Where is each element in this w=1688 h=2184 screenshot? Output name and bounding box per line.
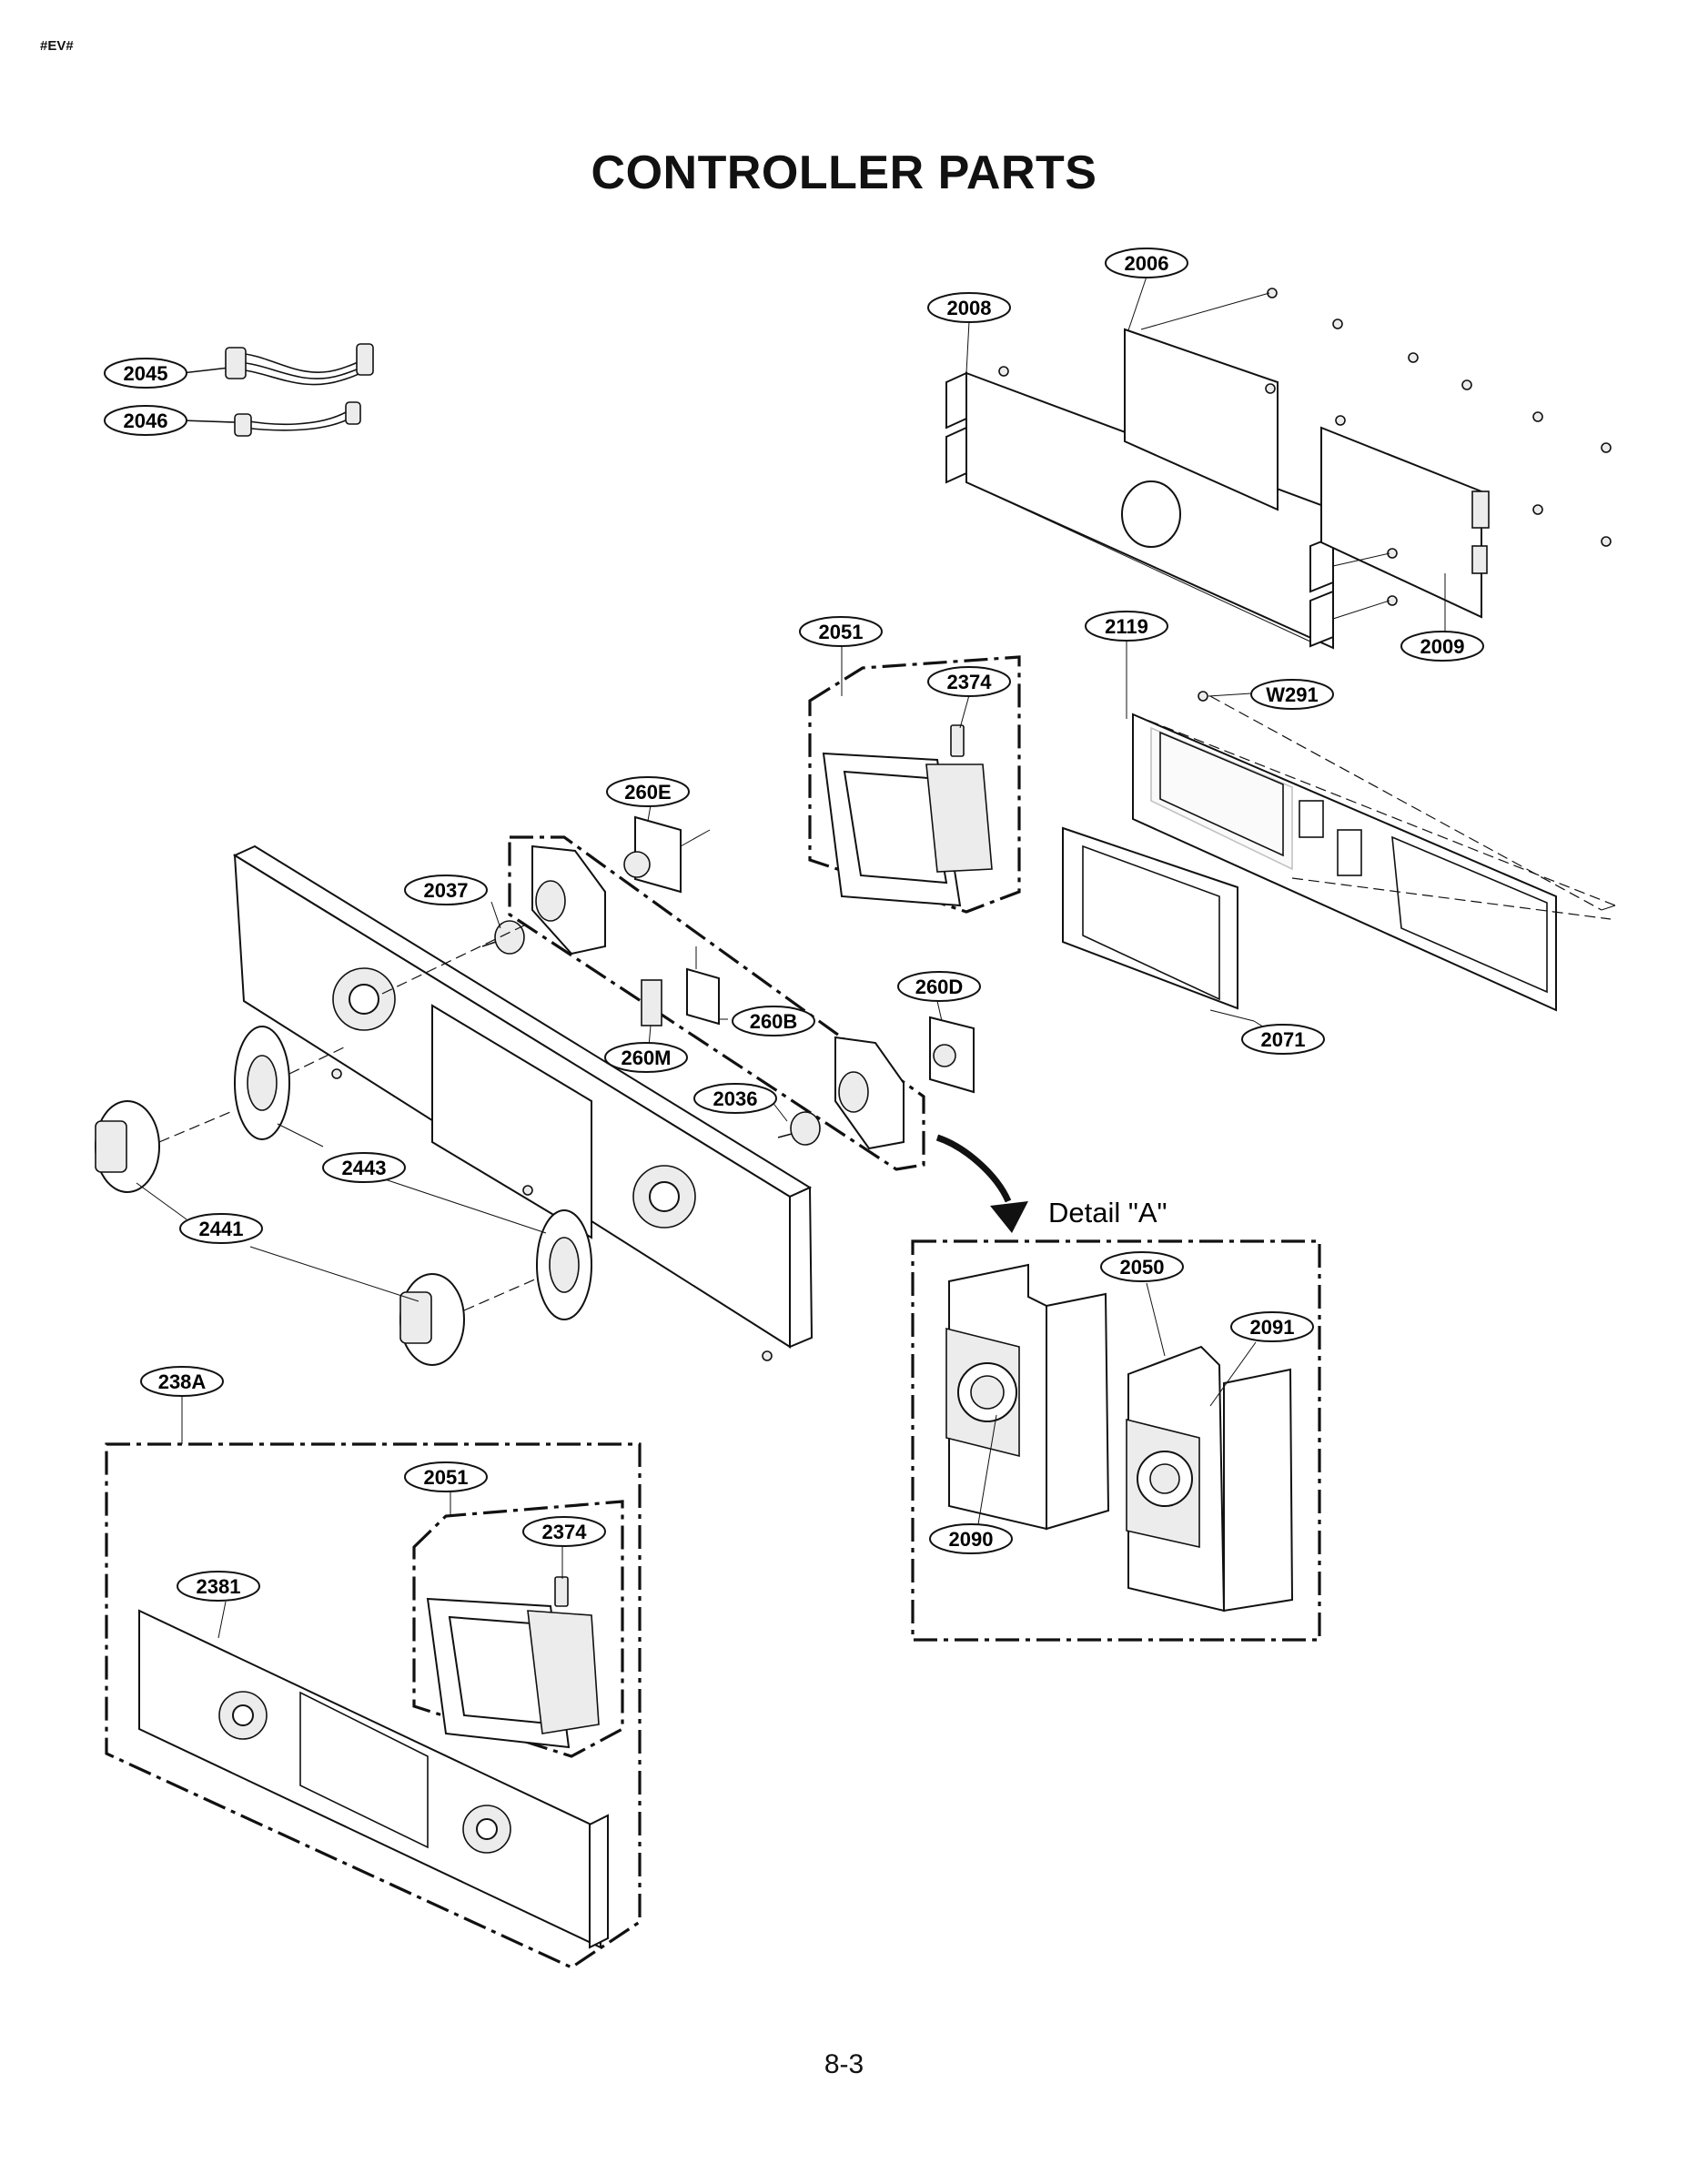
callout-2051-top: 2051: [799, 616, 883, 647]
knob-ring-2443-lower: [536, 1209, 592, 1320]
pcb-screws: [998, 288, 1612, 620]
callout-260E-label: 260E: [624, 781, 671, 804]
callout-260M: 260M: [604, 1042, 688, 1073]
callout-2051-bottom-label: 2051: [424, 1466, 469, 1489]
callout-W291: W291: [1250, 679, 1334, 710]
document-tag: #EV#: [40, 38, 74, 54]
callout-2441: 2441: [179, 1213, 263, 1244]
encoder-assembly-group: [481, 815, 975, 1171]
callout-2443-label: 2443: [342, 1157, 387, 1179]
screw-W291: [1198, 691, 1208, 702]
callout-2037: 2037: [404, 875, 488, 905]
callout-2009-label: 2009: [1420, 635, 1465, 658]
page-title: CONTROLLER PARTS: [591, 147, 1097, 199]
callout-2119: 2119: [1085, 611, 1168, 642]
callout-260B: 260B: [732, 1006, 815, 1036]
callout-2006-label: 2006: [1125, 252, 1169, 275]
callout-2046: 2046: [104, 405, 187, 436]
callout-2443: 2443: [322, 1152, 406, 1183]
callout-2009: 2009: [1400, 631, 1484, 662]
callout-2374-bottom-label: 2374: [542, 1521, 588, 1543]
callout-260D-label: 260D: [915, 976, 964, 998]
callout-260B-label: 260B: [750, 1010, 798, 1033]
callout-2008: 2008: [927, 292, 1011, 323]
pcb-bracket-2008: [945, 371, 1334, 650]
callout-260E: 260E: [606, 776, 690, 807]
pcb-board-2006: [1124, 328, 1279, 511]
callout-2374-top: 2374: [927, 666, 1011, 697]
callout-2381: 2381: [177, 1571, 260, 1602]
callout-W291-label: W291: [1266, 683, 1318, 706]
callout-2006: 2006: [1105, 248, 1188, 278]
detail-a-box: [911, 1239, 1321, 1642]
callout-2036: 2036: [693, 1083, 777, 1114]
callout-2374-bottom: 2374: [522, 1516, 606, 1547]
callout-2071-label: 2071: [1261, 1028, 1306, 1051]
frame-plate-2071: [1062, 826, 1255, 1022]
wire-harness-2045: [181, 343, 374, 386]
callout-2090: 2090: [929, 1523, 1013, 1554]
front-panel-2381: [138, 1609, 609, 1949]
assembly-238A-box: [105, 1442, 642, 1969]
callout-2091-label: 2091: [1250, 1316, 1295, 1339]
callout-2091: 2091: [1230, 1311, 1314, 1342]
callout-2381-label: 2381: [197, 1575, 241, 1598]
callout-2045: 2045: [104, 358, 187, 389]
page-number: 8-3: [824, 2049, 864, 2079]
knob-2441-lower: [399, 1273, 538, 1366]
detail-a-title: Detail "A": [1048, 1197, 1167, 1228]
control-frame-2119: [1132, 695, 1616, 1012]
callout-238A-label: 238A: [158, 1370, 207, 1393]
display-module-2051-bottom: [412, 1500, 624, 1758]
knob-ring-2443-upper: [234, 1026, 347, 1140]
callout-2374-top-label: 2374: [947, 671, 993, 693]
callout-2050: 2050: [1100, 1251, 1184, 1282]
front-panel: [232, 844, 814, 1361]
callout-2037-label: 2037: [424, 879, 469, 902]
detail-arrow: [935, 1134, 1028, 1233]
callout-2090-label: 2090: [949, 1528, 994, 1551]
callout-2051-top-label: 2051: [819, 621, 864, 643]
pcb-board-2009: [1320, 426, 1490, 619]
callout-2036-label: 2036: [713, 1087, 758, 1110]
callout-260D: 260D: [897, 971, 981, 1002]
callout-260M-label: 260M: [621, 1046, 671, 1069]
callout-2071: 2071: [1241, 1024, 1325, 1055]
callout-2119-label: 2119: [1105, 615, 1148, 638]
callout-2441-label: 2441: [199, 1218, 244, 1240]
wire-harness-2046: [181, 401, 361, 437]
knob-2441-upper: [95, 1100, 236, 1193]
callout-2046-label: 2046: [124, 410, 168, 432]
callout-238A: 238A: [140, 1366, 224, 1397]
callout-2050-label: 2050: [1120, 1256, 1165, 1279]
callout-2008-label: 2008: [947, 297, 992, 319]
display-module-2051-top: [808, 655, 1021, 914]
callout-2045-label: 2045: [124, 362, 168, 385]
callout-2051-bottom: 2051: [404, 1461, 488, 1492]
